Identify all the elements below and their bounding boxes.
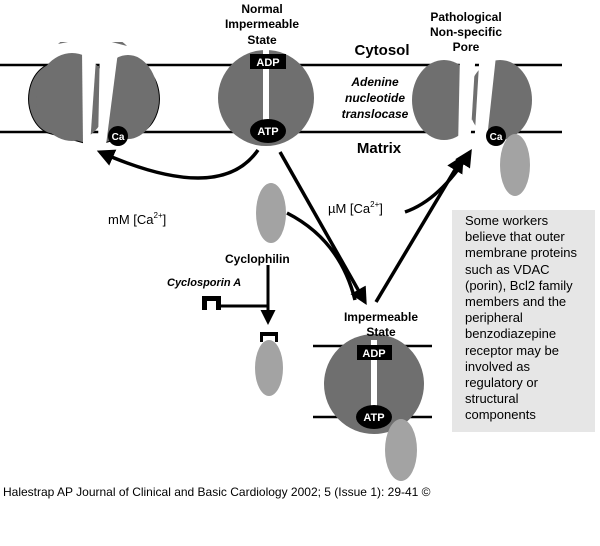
arrow-ca-to-pore bbox=[404, 149, 472, 214]
normal-state-line3: State bbox=[247, 33, 277, 47]
impermeable-atp-label: ATP bbox=[363, 412, 384, 424]
note-line: components bbox=[465, 407, 536, 423]
note-line: involved as bbox=[465, 358, 531, 374]
left-ca-label: Ca bbox=[112, 132, 125, 143]
note-line: membrane proteins bbox=[465, 245, 577, 261]
translocase-line3: translocase bbox=[342, 107, 409, 121]
note-line: benzodiazepine bbox=[465, 326, 557, 342]
cytosol-label: Cytosol bbox=[354, 42, 409, 59]
cyclosporin-arrow bbox=[221, 304, 276, 325]
note-line: receptor may be bbox=[465, 342, 559, 358]
cyclophilin-label: Cyclophilin bbox=[225, 252, 290, 266]
arrow-to-open-pore bbox=[96, 149, 260, 180]
impermeable-line2: State bbox=[366, 325, 396, 339]
impermeable-cyclophilin bbox=[385, 419, 417, 481]
impermeable-translocase: ADP ATP bbox=[324, 334, 424, 481]
note-line: believe that outer bbox=[465, 229, 565, 245]
translocase-line1: Adenine bbox=[350, 75, 399, 89]
pathological-line2: Non-specific bbox=[430, 25, 502, 39]
right-ca-marker: Ca bbox=[486, 126, 506, 146]
citation-caption: Halestrap AP Journal of Clinical and Bas… bbox=[3, 485, 431, 499]
cyclosporin-symbol bbox=[202, 296, 221, 310]
normal-state-line1: Normal bbox=[241, 2, 282, 16]
bound-cyclosporin-symbol bbox=[260, 332, 278, 342]
pore-cyclophilin bbox=[500, 134, 530, 196]
note-box: Some workers believe that outer membrane… bbox=[452, 210, 595, 432]
arrows bbox=[96, 149, 472, 306]
pathological-line1: Pathological bbox=[430, 10, 501, 24]
impermeable-adp-box bbox=[357, 345, 392, 360]
normal-atp-label: ATP bbox=[257, 126, 278, 138]
cyclophilin-shape bbox=[256, 183, 286, 243]
impermeable-adp-label: ADP bbox=[362, 348, 385, 360]
cyclosporin-label: Cyclosporin A bbox=[167, 277, 241, 289]
cyclosporin-complex bbox=[202, 265, 283, 396]
note-line: (porin), Bcl2 family bbox=[465, 277, 573, 293]
impermeable-atp-oval bbox=[356, 405, 392, 429]
translocase-line2: nucleotide bbox=[345, 91, 405, 105]
left-open-pore bbox=[28, 30, 160, 145]
note-line: structural bbox=[465, 391, 519, 407]
arrow-to-impermeable bbox=[278, 151, 367, 306]
bound-cyclophilin bbox=[255, 340, 283, 396]
mm-ca-label: mM [Ca2+] bbox=[108, 211, 166, 227]
matrix-label: Matrix bbox=[357, 140, 402, 157]
pathological-line3: Pore bbox=[453, 40, 480, 54]
normal-adp-label: ADP bbox=[256, 57, 279, 69]
normal-adp-box bbox=[250, 54, 286, 69]
note-line: members and the bbox=[465, 294, 567, 310]
note-line: regulatory or bbox=[465, 375, 538, 391]
left-ca-marker: Ca bbox=[108, 126, 128, 146]
impermeable-line1: Impermeable bbox=[344, 310, 418, 324]
normal-atp-oval bbox=[250, 119, 286, 143]
um-ca-label: µM [Ca2+] bbox=[328, 200, 383, 216]
arrow-cyclophilin-binding bbox=[286, 211, 357, 301]
note-line: Some workers bbox=[465, 213, 549, 228]
right-ca-label: Ca bbox=[490, 132, 503, 143]
pathological-pore bbox=[412, 40, 532, 196]
note-line: peripheral bbox=[465, 310, 523, 326]
normal-state-line2: Impermeable bbox=[225, 17, 299, 31]
normal-translocase: ADP ATP bbox=[218, 50, 314, 146]
note-line: such as VDAC bbox=[465, 261, 550, 277]
